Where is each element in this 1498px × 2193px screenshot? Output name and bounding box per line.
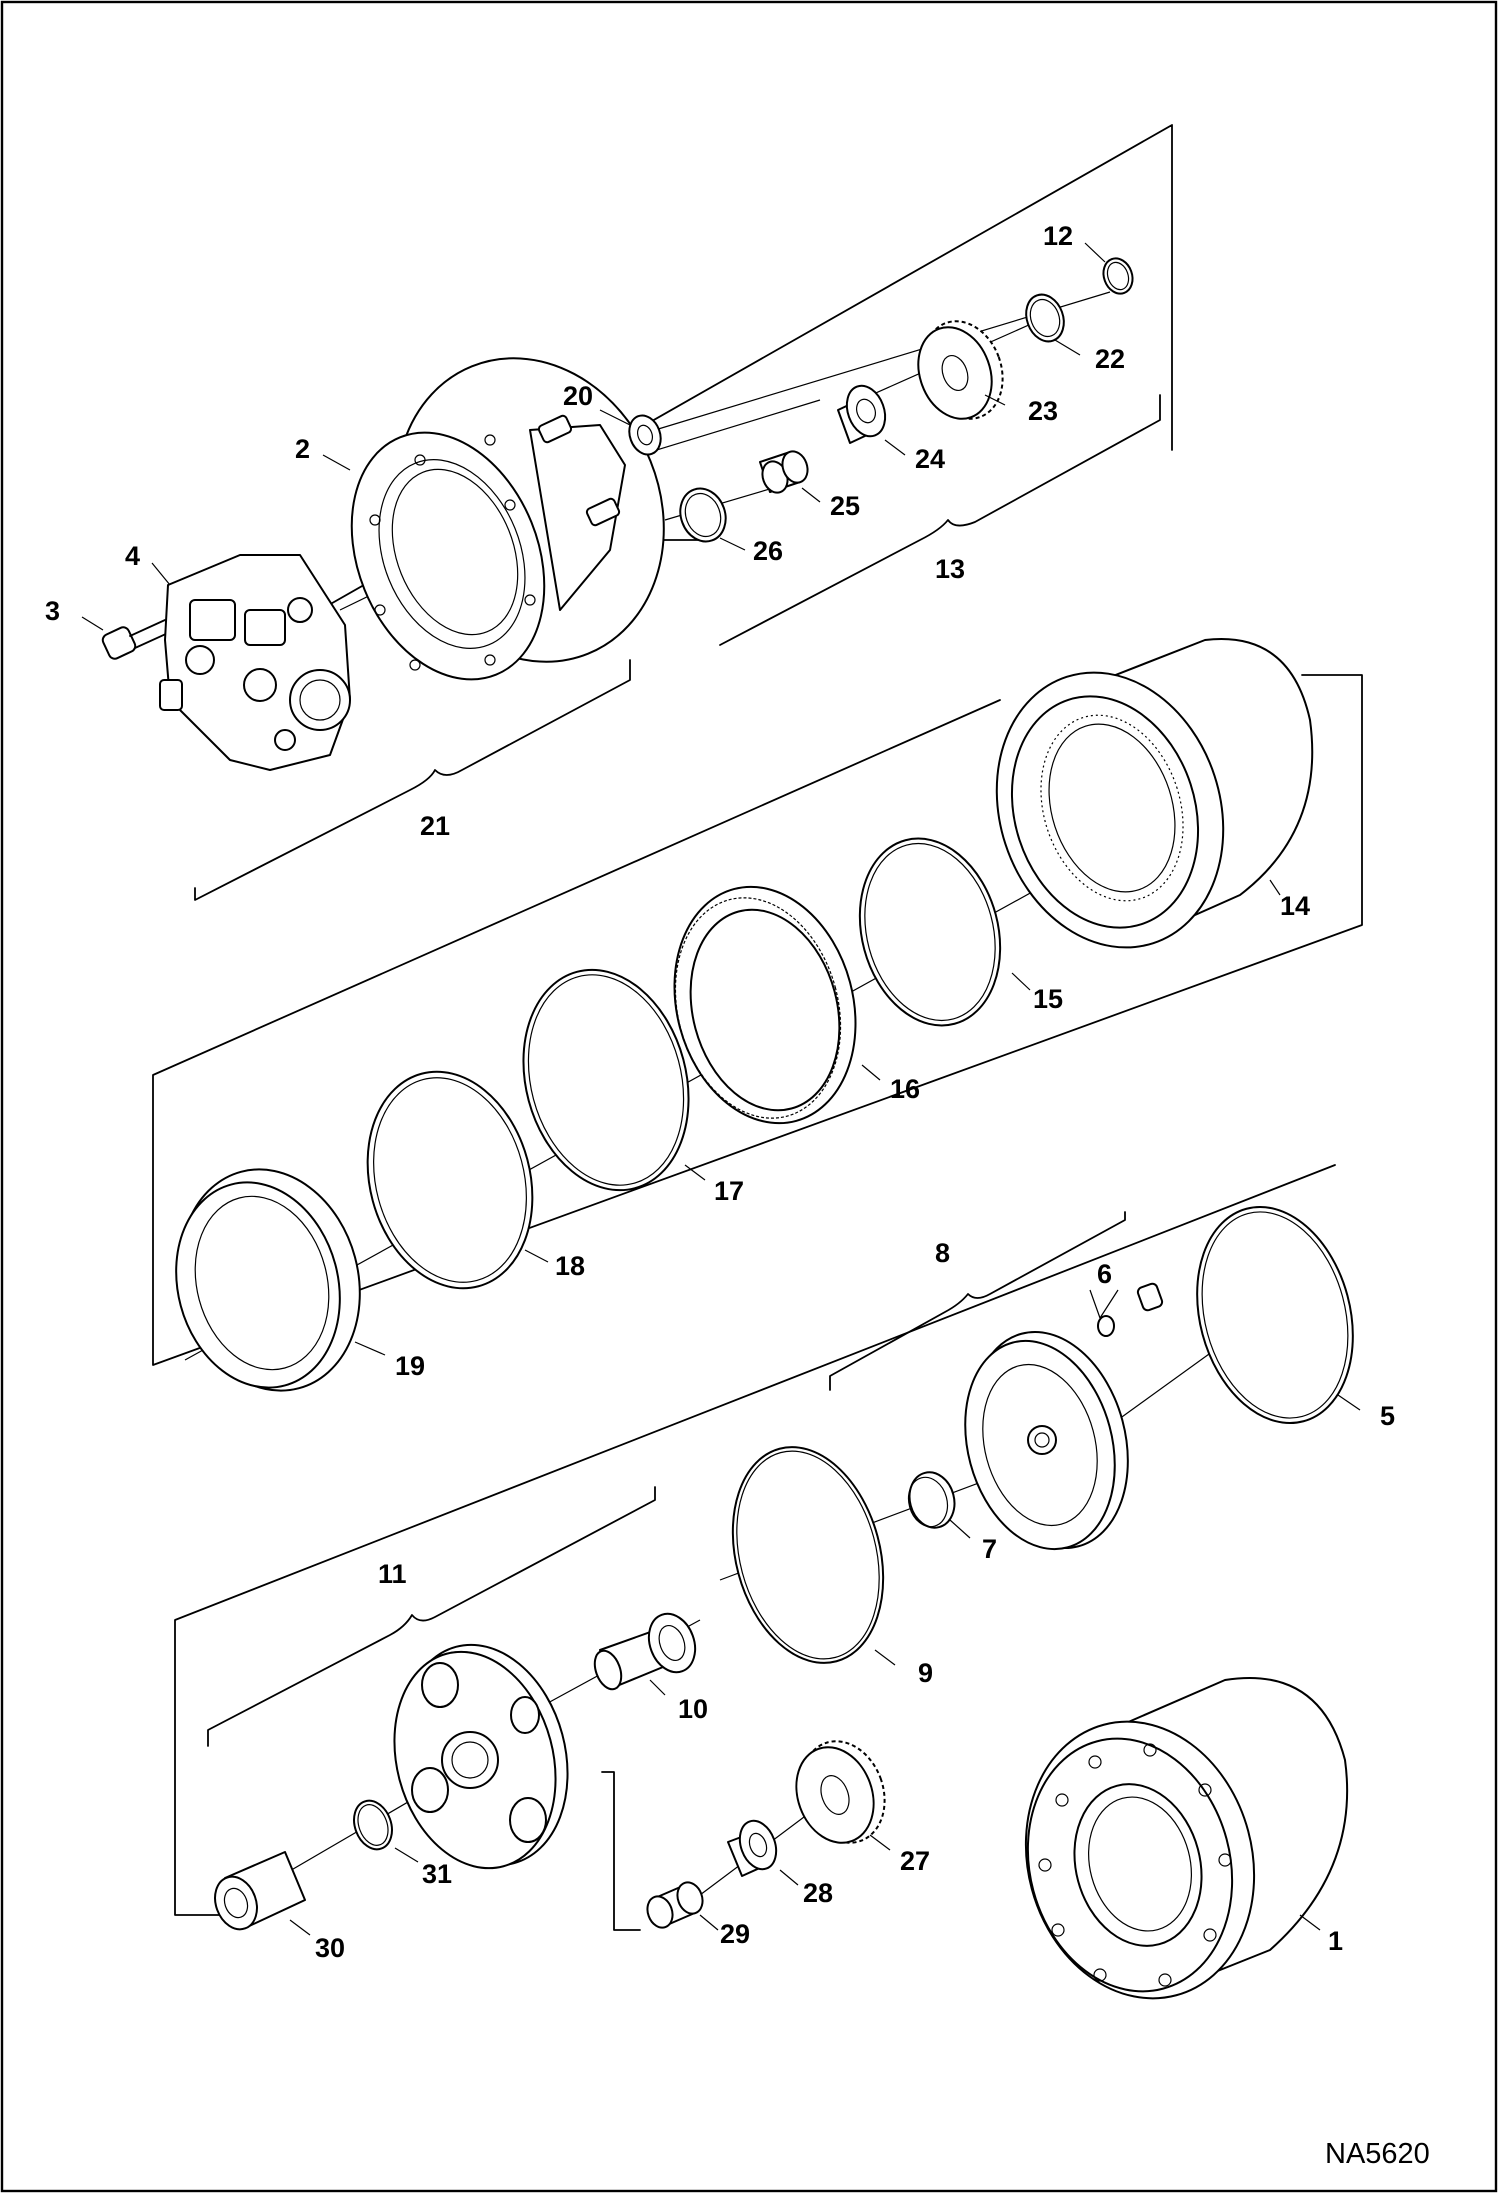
- callout-19: 19: [395, 1351, 425, 1381]
- callout-31: 31: [422, 1859, 452, 1889]
- part-15-snap-ring: [858, 837, 1002, 1027]
- part-8-cover: [964, 1330, 1129, 1551]
- callout-27: 27: [900, 1846, 930, 1876]
- part-27-planet-gear: [795, 1740, 886, 1844]
- part-28-planet-gear: [727, 1819, 778, 1877]
- part-12-retaining-ring: [1102, 257, 1134, 295]
- callout-25: 25: [830, 491, 860, 521]
- callout-17: 17: [714, 1176, 744, 1206]
- callout-1: 1: [1328, 1926, 1343, 1956]
- leader-lines: [81, 242, 1361, 1936]
- callout-8: 8: [935, 1238, 950, 1268]
- callout-4: 4: [125, 541, 140, 571]
- part-4-motor-valve-block: [159, 554, 351, 771]
- part-23-planet-gear: [917, 320, 1004, 420]
- callout-labels: 1 2 3 4 5 6 7 8 9 10 11 12 13 14 15 16 1…: [45, 221, 1395, 1963]
- callout-5: 5: [1380, 1401, 1395, 1431]
- callout-6: 6: [1097, 1259, 1112, 1289]
- callout-13: 13: [935, 554, 965, 584]
- callout-21: 21: [420, 811, 450, 841]
- part-29-bushing: [646, 1881, 704, 1929]
- part-16-friction-ring: [673, 885, 857, 1125]
- callout-9: 9: [918, 1658, 933, 1688]
- callout-23: 23: [1028, 396, 1058, 426]
- part-20-washer: [628, 414, 662, 456]
- group-frames: [152, 124, 1363, 1931]
- part-19-floating-seal: [175, 1168, 361, 1392]
- callout-14: 14: [1280, 891, 1310, 921]
- part-30-sun-gear: [214, 1851, 306, 1931]
- callout-29: 29: [720, 1919, 750, 1949]
- callout-11: 11: [378, 1559, 407, 1589]
- callout-16: 16: [890, 1074, 920, 1104]
- callout-30: 30: [315, 1933, 345, 1963]
- callout-24: 24: [915, 444, 945, 474]
- callout-10: 10: [678, 1694, 708, 1724]
- part-2-motor-housing: [350, 357, 665, 681]
- part-1-hub-housing: [1024, 1676, 1349, 2000]
- callout-20: 20: [563, 381, 593, 411]
- part-17-ring: [522, 968, 690, 1192]
- callout-2: 2: [295, 434, 310, 464]
- part-24-planet-gear: [837, 384, 887, 444]
- part-14-ring-gear-housing: [995, 638, 1314, 949]
- part-5-snap-ring: [1196, 1205, 1354, 1425]
- part-31-retaining-ring: [353, 1799, 393, 1851]
- part-6-plug-oring: [1097, 1282, 1164, 1337]
- part-9-o-ring: [731, 1446, 885, 1664]
- callout-3: 3: [45, 596, 60, 626]
- callout-28: 28: [803, 1878, 833, 1908]
- part-7-thrust-plate: [907, 1471, 956, 1529]
- part-3-capscrew: [101, 619, 169, 660]
- part-18-ring: [366, 1070, 534, 1290]
- part-25-bushing: [759, 450, 809, 494]
- callout-7: 7: [982, 1534, 997, 1564]
- figure-id: NA5620: [1325, 2138, 1430, 2170]
- part-11-planet-carrier: [393, 1643, 569, 1870]
- part-26-ring: [679, 487, 727, 543]
- part-22-ring: [1025, 293, 1065, 343]
- callout-12: 12: [1043, 221, 1073, 251]
- callout-18: 18: [555, 1251, 585, 1281]
- callout-22: 22: [1095, 344, 1125, 374]
- part-10-sun-gear-shaft: [593, 1612, 697, 1691]
- callout-26: 26: [753, 536, 783, 566]
- callout-15: 15: [1033, 984, 1063, 1014]
